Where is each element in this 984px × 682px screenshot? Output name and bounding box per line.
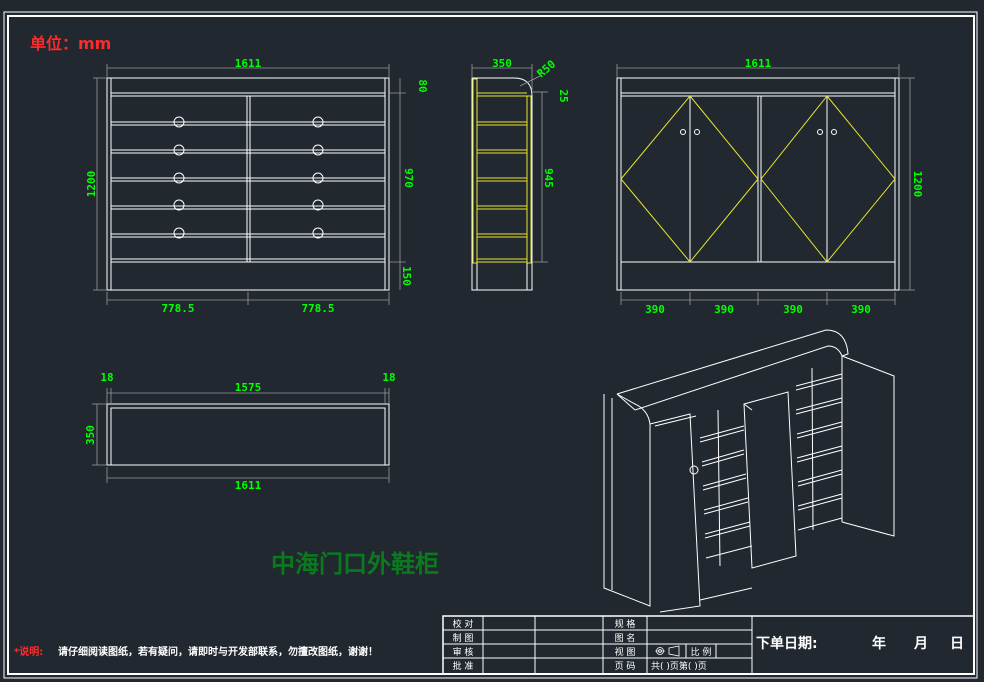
top-outer-width-dim: 1611: [235, 479, 262, 492]
front-shelf-holes: [173, 116, 324, 239]
tb-scale-label: 比 例: [691, 646, 712, 658]
front-half-right-dim: 778.5: [301, 302, 334, 315]
front-width-dim: 1611: [235, 57, 262, 70]
tb-row-mid-1: 规 格: [615, 618, 636, 630]
order-date-year: 年: [872, 635, 886, 652]
side-top-dim: 25: [557, 89, 570, 102]
top-view: 18 1575 18 350 1611: [84, 371, 396, 492]
sheet-border-inner: [7, 15, 975, 675]
top-right-panel-dim: 18: [382, 371, 395, 384]
door-height-dim: 1200: [911, 171, 924, 198]
side-dimension-lines: [471, 64, 548, 263]
drawing-title: 中海门口外鞋柜: [271, 549, 439, 578]
door-dimension-lines: [616, 64, 915, 305]
order-date-label: 下单日期:: [756, 635, 818, 652]
tb-row-left-4: 批 准: [453, 660, 474, 672]
iso-shelves-right: [795, 367, 843, 531]
door-width-1: 390: [645, 303, 665, 316]
door-width-dim: 1611: [745, 57, 772, 70]
side-view: 350 R50 25 945: [471, 57, 570, 291]
tb-row-mid-2: 图 名: [615, 632, 636, 644]
side-depth-dim: 350: [492, 57, 512, 70]
side-shelf-lines: [477, 92, 527, 263]
sheet-border-outer: [3, 11, 978, 679]
tb-row-left-1: 校 对: [453, 618, 474, 630]
side-inner-dim: 945: [542, 168, 555, 188]
door-view: 1611 1200 390 390 390 390: [616, 57, 924, 316]
door-diamonds: [620, 95, 896, 263]
tb-page-text: 共( )页第( )页: [651, 660, 707, 672]
front-half-left-dim: 778.5: [161, 302, 194, 315]
top-dimension-lines: [92, 388, 390, 483]
front-shelf-span-dim: 970: [402, 168, 415, 188]
door-handles: [680, 129, 837, 135]
tb-row-mid-3: 视 图: [615, 646, 636, 658]
front-view: 1611 1200 80 970 150 778.5 778.5: [85, 57, 429, 315]
isometric-view: [603, 329, 895, 613]
door-width-4: 390: [851, 303, 871, 316]
tb-row-left-3: 审 核: [453, 646, 474, 658]
top-left-panel-dim: 18: [100, 371, 113, 384]
note-prefix: *说明:: [14, 645, 43, 658]
door-width-2: 390: [714, 303, 734, 316]
unit-label: 单位：mm: [30, 34, 111, 53]
title-block: 校 对 制 图 审 核 批 准 规 格 图 名 视 图 页 码 比 例 共( )…: [442, 615, 975, 675]
order-date-month: 月: [913, 636, 928, 652]
tb-row-mid-4: 页 码: [615, 661, 636, 672]
front-top-gap-dim: 80: [416, 79, 429, 92]
front-height-dim: 1200: [85, 171, 98, 198]
front-shelf-lines: [111, 121, 385, 263]
order-date-day: 日: [950, 636, 964, 652]
iso-shelves-left: [699, 409, 753, 567]
top-inner-width-dim: 1575: [235, 381, 262, 394]
top-depth-dim: 350: [84, 425, 97, 445]
door-width-3: 390: [783, 303, 803, 316]
tb-row-left-2: 制 图: [453, 632, 474, 644]
projection-symbol-icon: [655, 645, 680, 657]
front-base-dim: 150: [400, 266, 413, 286]
note-text: 请仔细阅读图纸，若有疑问，请即时与开发部联系，勿擅改图纸，谢谢！: [58, 645, 378, 658]
front-dimension-lines: [93, 64, 406, 305]
